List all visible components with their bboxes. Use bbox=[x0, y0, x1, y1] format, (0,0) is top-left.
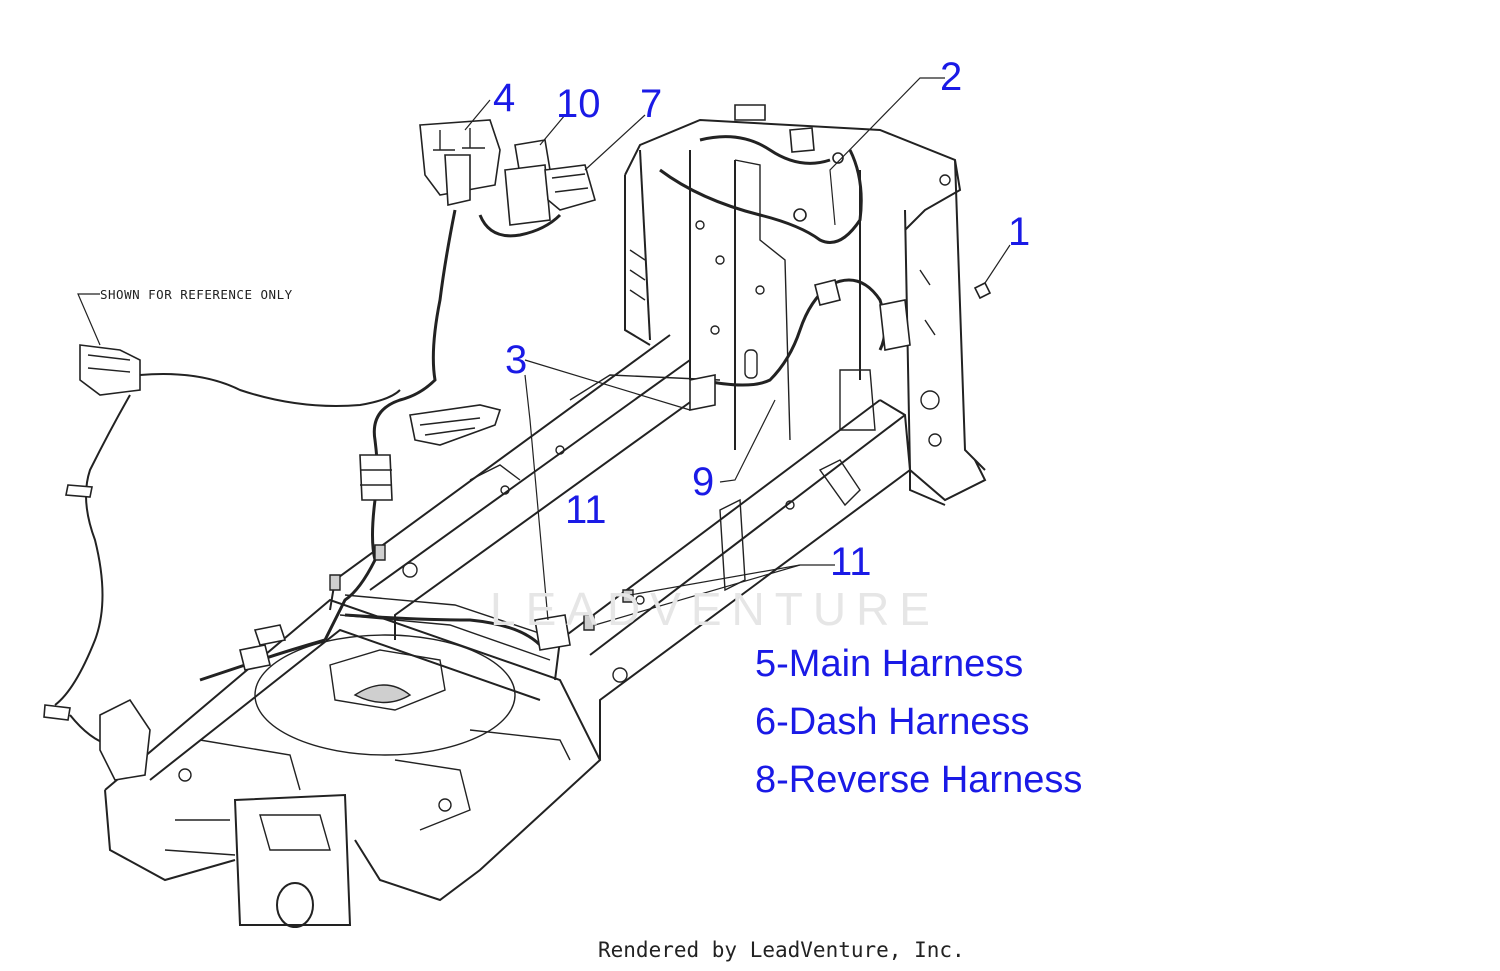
main-rails bbox=[329, 334, 911, 760]
reference-harness bbox=[43, 344, 502, 781]
main-harness bbox=[199, 104, 992, 682]
callout-1: 1 bbox=[1008, 210, 1031, 254]
front-deck bbox=[104, 598, 602, 928]
dash-components bbox=[419, 119, 596, 226]
callout-3: 3 bbox=[505, 338, 528, 382]
callout-4: 4 bbox=[493, 76, 516, 120]
footer-credit: Rendered by LeadVenture, Inc. bbox=[598, 938, 965, 962]
leader-lines bbox=[77, 77, 1011, 626]
rear-tower bbox=[624, 118, 987, 506]
legend-text: -Dash Harness bbox=[776, 701, 1030, 743]
legend-number: 6 bbox=[755, 701, 777, 743]
legend-number: 8 bbox=[755, 759, 777, 801]
callout-11-lower: 11 bbox=[830, 540, 872, 584]
legend-text: -Main Harness bbox=[776, 643, 1024, 685]
reference-note: SHOWN FOR REFERENCE ONLY bbox=[100, 287, 293, 302]
callout-7: 7 bbox=[640, 82, 663, 126]
legend-number: 5 bbox=[755, 643, 777, 685]
legend-main-harness: 5-Main Harness bbox=[755, 645, 1023, 683]
legend-reverse-harness: 8-Reverse Harness bbox=[755, 761, 1082, 799]
callout-9: 9 bbox=[692, 460, 715, 504]
legend-text: -Reverse Harness bbox=[776, 759, 1083, 801]
callout-10: 10 bbox=[556, 82, 601, 126]
bolts bbox=[329, 544, 634, 631]
legend-dash-harness: 6-Dash Harness bbox=[755, 703, 1030, 741]
callout-11-upper: 11 bbox=[565, 488, 607, 532]
watermark: LEADVENTURE bbox=[490, 583, 940, 635]
callout-2: 2 bbox=[940, 55, 963, 99]
